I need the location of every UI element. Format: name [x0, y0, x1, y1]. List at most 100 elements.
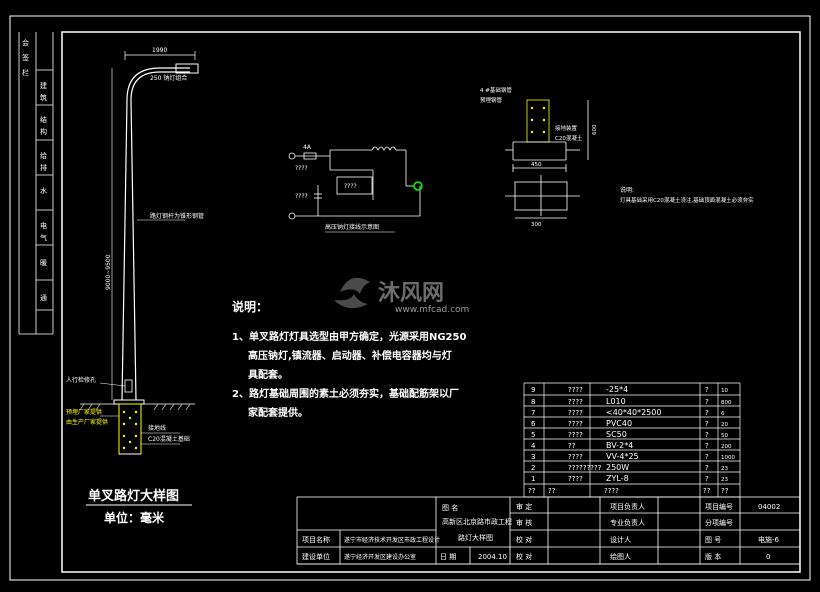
countersign-strip	[18, 32, 54, 335]
bom-unit: ?	[705, 409, 709, 417]
section-dim-1: 450	[531, 162, 542, 168]
fuse-label: 4A	[303, 144, 312, 151]
strip-char: 建	[40, 81, 47, 90]
bom-spec: <40*40*2500	[606, 408, 661, 417]
notes-title: 说明：	[232, 299, 268, 314]
bom-no: 7	[531, 409, 535, 417]
foundation-note-1: 预埋厂家提供	[66, 408, 102, 416]
lamp-pole	[121, 99, 137, 401]
lamp-drawing: 1990 250 钠灯组合 9000~9500 路灯钢杆为锥形钢管 人行检修孔	[66, 47, 204, 525]
section-note-title: 说明:	[620, 186, 634, 194]
bom-qty: 23	[721, 477, 728, 483]
strip-char: 给	[40, 151, 47, 160]
bom-qty: 800	[721, 400, 732, 406]
bom-spec: 250W	[606, 463, 629, 472]
circuit-label-1: ????	[295, 165, 308, 172]
title-block	[296, 496, 801, 565]
bom-name: ????	[568, 398, 583, 406]
bom-rows: 9????-25*4?108????L010?8007????<40*40*25…	[531, 385, 735, 483]
foundation-note-4: C20混凝土基础	[148, 435, 190, 443]
bom-spec: ZYL-8	[606, 474, 629, 483]
bom-name: ????	[568, 409, 583, 417]
bom-spec: L010	[606, 397, 626, 406]
bom-qty: 200	[721, 444, 732, 450]
strip-char: 气	[40, 233, 47, 242]
resp-proj-label: 项目负责人	[610, 502, 645, 511]
watermark-logo	[334, 277, 370, 309]
bom-unit: ?	[705, 442, 709, 450]
bom-name: ????	[568, 431, 583, 439]
lamp-head-label: 250 钠灯组合	[150, 74, 187, 82]
bom-spec: -25*4	[606, 385, 628, 394]
version: 0	[766, 553, 770, 561]
outer-frame	[9, 15, 811, 581]
owner: 遂宁经济开发区建设办公室	[344, 553, 416, 561]
drawing-name-label: 图 名	[442, 503, 458, 512]
strip-char: 构	[40, 127, 47, 136]
bom-name: ????	[568, 386, 583, 394]
bom-no: 4	[531, 442, 536, 450]
lamp-unit: 单位：毫米	[104, 510, 165, 525]
bom-name: ????	[568, 475, 583, 483]
watermark-text: 沐风网	[378, 281, 444, 306]
sheet-no: 电施-6	[758, 535, 780, 544]
resp-prof-label: 专业负责人	[610, 518, 645, 527]
bom-no: 5	[531, 431, 535, 439]
section-label-2: 预埋钢管	[480, 96, 503, 104]
bom-head-no: ??	[528, 487, 536, 495]
date: 2004.10	[478, 553, 507, 561]
section-label-4: C20混凝土	[555, 134, 583, 142]
bom-unit: ?	[705, 431, 709, 439]
bom-spec: PVC40	[606, 419, 632, 428]
notes-line-1: 1、单叉路灯灯具选型由甲方确定，光源采用NG250	[232, 330, 466, 343]
project-name-label: 项目名称	[302, 535, 330, 544]
strip-char: 栏	[22, 68, 29, 77]
circuit-caption: 高压钠灯接线示意图	[325, 223, 379, 231]
bom-name: ?????????	[568, 464, 602, 472]
bom-unit: ?	[705, 453, 709, 461]
strip-char: 筑	[40, 93, 47, 102]
bom-unit: ?	[705, 386, 709, 394]
circuit-diagram	[288, 146, 421, 220]
arm-dimension: 1990	[152, 47, 167, 54]
bom-no: 1	[531, 475, 535, 483]
bom-no: 8	[531, 398, 535, 406]
bom-no: 9	[531, 386, 535, 394]
project-no-label: 项目编号	[705, 502, 733, 511]
check-label: 校 对	[516, 535, 532, 544]
strip-char: 排	[40, 163, 47, 172]
drawing-name-2: 路灯大样图	[458, 533, 493, 542]
section-dim-2: 600	[592, 124, 598, 135]
notes-line-2: 高压钠灯,镇流器、启动器、补偿电容器均与灯	[248, 349, 452, 362]
bom-name: ????	[568, 453, 583, 461]
pole-note: 路灯钢杆为锥形钢管	[150, 212, 204, 220]
section-label-1: 4 #基础钢管	[480, 86, 512, 94]
strip-char: 电	[40, 221, 47, 230]
notes-line-5: 家配套提供。	[248, 406, 308, 419]
lamp-head	[175, 63, 199, 74]
designer-label: 设计人	[610, 535, 631, 544]
bom-no: 3	[531, 453, 535, 461]
strip-char: 签	[22, 53, 29, 62]
bom-unit: ?	[705, 398, 709, 406]
foundation-note-3: 接地线	[148, 424, 166, 432]
notes: 说明： 1、单叉路灯灯具选型由甲方确定，光源采用NG250 高压钠灯,镇流器、启…	[232, 299, 466, 419]
check-label-2: 校 对	[516, 552, 532, 561]
strip-char: 水	[40, 186, 47, 195]
approve-label: 审 定	[516, 502, 532, 511]
bom-spec: SC50	[606, 430, 627, 439]
sheet-no-label: 图 号	[705, 536, 721, 544]
section-label-3: 接地装置	[555, 124, 578, 132]
foundation-note-2: 由生产厂家提供	[66, 418, 108, 426]
drafter-label: 绘图人	[610, 552, 631, 561]
bom-qty: 20	[721, 422, 728, 428]
countersign-text: 会 签 栏 建 筑 结 构 给 排 水 电 气 暖 通	[22, 38, 47, 302]
title-block-text: 图 名 高新区北京路市政工程 路灯大样图 项目名称 遂宁市经济技术开发区市政工程…	[302, 502, 780, 561]
bom-head-unit: ??	[703, 487, 711, 495]
bom-qty: 23	[721, 466, 728, 472]
project-no: 04002	[758, 503, 780, 511]
bom-unit: ?	[705, 464, 709, 472]
bom-name: ????	[568, 420, 583, 428]
bom-spec: VV-4*25	[606, 452, 639, 461]
